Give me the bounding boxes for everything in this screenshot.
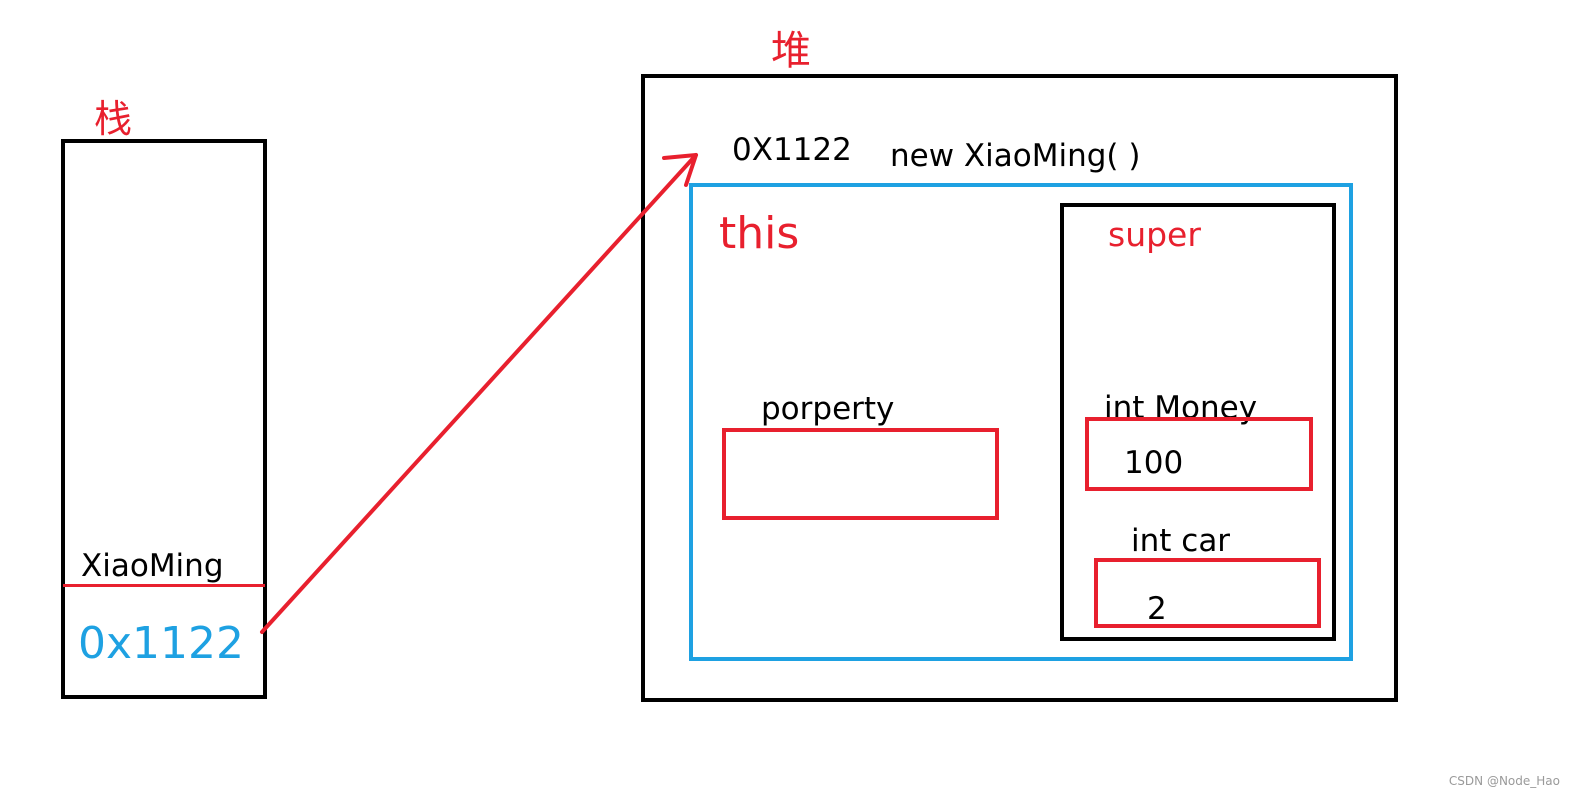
stack-reference-address: 0x1122: [78, 618, 245, 669]
reference-arrow-line: [260, 153, 698, 634]
this-label: this: [719, 208, 800, 259]
field-car-label: int car: [1131, 523, 1231, 559]
field-money-box: [1085, 417, 1313, 491]
stack-title: 栈: [94, 97, 133, 141]
property-label: porperty: [761, 391, 895, 427]
heap-title: 堆: [771, 28, 811, 74]
heap-object-address: 0X1122: [732, 132, 852, 168]
heap-constructor-call: new XiaoMing( ): [890, 138, 1141, 174]
field-car-box: [1094, 558, 1321, 628]
super-object-box: [1060, 203, 1336, 641]
heap-box: [641, 74, 1398, 702]
stack-frame-box: [61, 139, 267, 699]
field-money-value: 100: [1124, 445, 1184, 481]
stack-variable-name: XiaoMing: [81, 548, 224, 584]
reference-arrow-head: [662, 153, 698, 187]
super-label: super: [1108, 215, 1201, 254]
field-car-value: 2: [1147, 591, 1167, 627]
watermark: CSDN @Node_Hao: [1448, 774, 1560, 788]
stack-divider-line: [63, 584, 265, 587]
property-value-box: [722, 428, 999, 520]
this-object-box: [689, 183, 1353, 661]
